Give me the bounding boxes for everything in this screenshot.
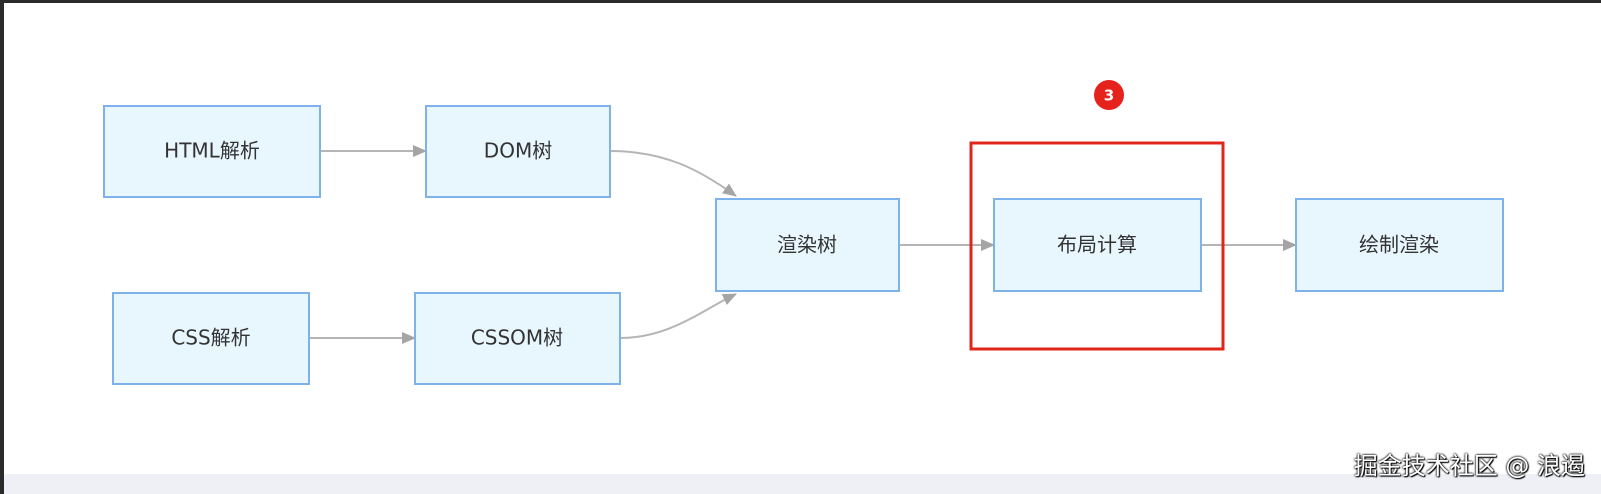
step-badge: 3 — [1094, 80, 1124, 110]
watermark: 掘金技术社区 @ 浪遏 — [1353, 452, 1585, 480]
node-html-parse: HTML解析 — [103, 105, 321, 198]
node-cssom-tree: CSSOM树 — [414, 292, 621, 385]
node-layout-label: 布局计算 — [1057, 233, 1137, 257]
node-paint: 绘制渲染 — [1295, 198, 1504, 292]
node-layout: 布局计算 — [993, 198, 1202, 292]
highlight-box — [969, 141, 1225, 351]
edge-cssom-to-render — [619, 293, 737, 339]
bottom-strip — [4, 474, 1601, 494]
node-dom-tree-label: DOM树 — [484, 139, 552, 163]
step-badge-number: 3 — [1104, 87, 1114, 105]
node-dom-tree: DOM树 — [425, 105, 611, 198]
edge-dom-to-render — [609, 150, 737, 197]
node-html-parse-label: HTML解析 — [164, 139, 260, 163]
node-paint-label: 绘制渲染 — [1359, 233, 1439, 257]
node-css-parse: CSS解析 — [112, 292, 310, 385]
node-render-tree: 渲染树 — [715, 198, 900, 292]
node-cssom-tree-label: CSSOM树 — [471, 326, 563, 350]
node-css-parse-label: CSS解析 — [171, 326, 250, 350]
node-render-tree-label: 渲染树 — [777, 233, 837, 257]
